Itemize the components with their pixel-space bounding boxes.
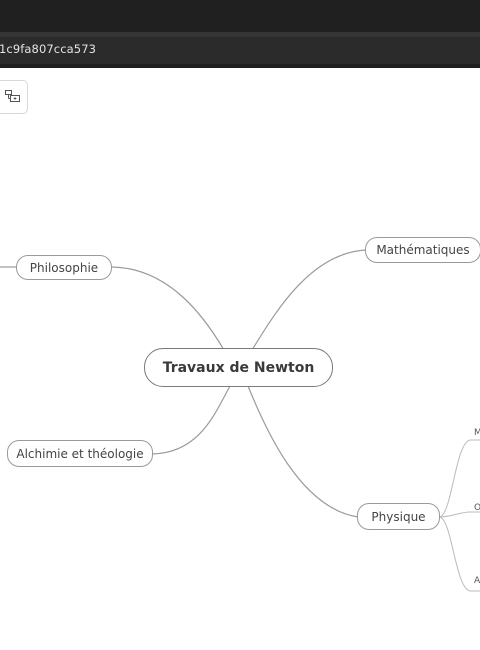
- address-bar[interactable]: 1c9fa807cca573: [0, 37, 480, 64]
- layout-tool-button[interactable]: [0, 80, 28, 114]
- link-mathematiques: [251, 249, 367, 351]
- link-physique-child-a: [438, 516, 480, 592]
- node-alchimie[interactable]: Alchimie et théologie: [7, 440, 153, 467]
- node-philosophie[interactable]: Philosophie: [16, 255, 112, 280]
- mindmap-links: [0, 249, 480, 592]
- central-node-label: Travaux de Newton: [162, 359, 315, 376]
- physique-child-a[interactable]: A: [474, 576, 480, 586]
- link-philosophie: [111, 266, 225, 351]
- node-physique-label: Physique: [371, 509, 426, 524]
- toolbar-separator: [0, 32, 480, 37]
- address-bar-bottom-border: [0, 64, 480, 68]
- physique-child-m[interactable]: M: [474, 428, 480, 438]
- url-text[interactable]: 1c9fa807cca573: [0, 42, 97, 56]
- layout-icon: [5, 90, 20, 102]
- node-mathematiques[interactable]: Mathématiques: [365, 237, 480, 263]
- mindmap-canvas[interactable]: Travaux de Newton Philosophie Mathématiq…: [0, 68, 480, 650]
- node-philosophie-label: Philosophie: [29, 260, 99, 275]
- browser-top-bar: [0, 0, 480, 32]
- node-mathematiques-label: Mathématiques: [376, 243, 470, 257]
- link-physique-child-m: [438, 439, 480, 518]
- node-alchimie-label: Alchimie et théologie: [16, 446, 144, 461]
- physique-child-o[interactable]: O: [474, 503, 480, 513]
- link-physique: [247, 385, 359, 518]
- central-node[interactable]: Travaux de Newton: [144, 348, 333, 387]
- node-physique[interactable]: Physique: [357, 503, 440, 530]
- link-alchimie: [151, 385, 231, 455]
- link-physique-child-o: [438, 511, 480, 518]
